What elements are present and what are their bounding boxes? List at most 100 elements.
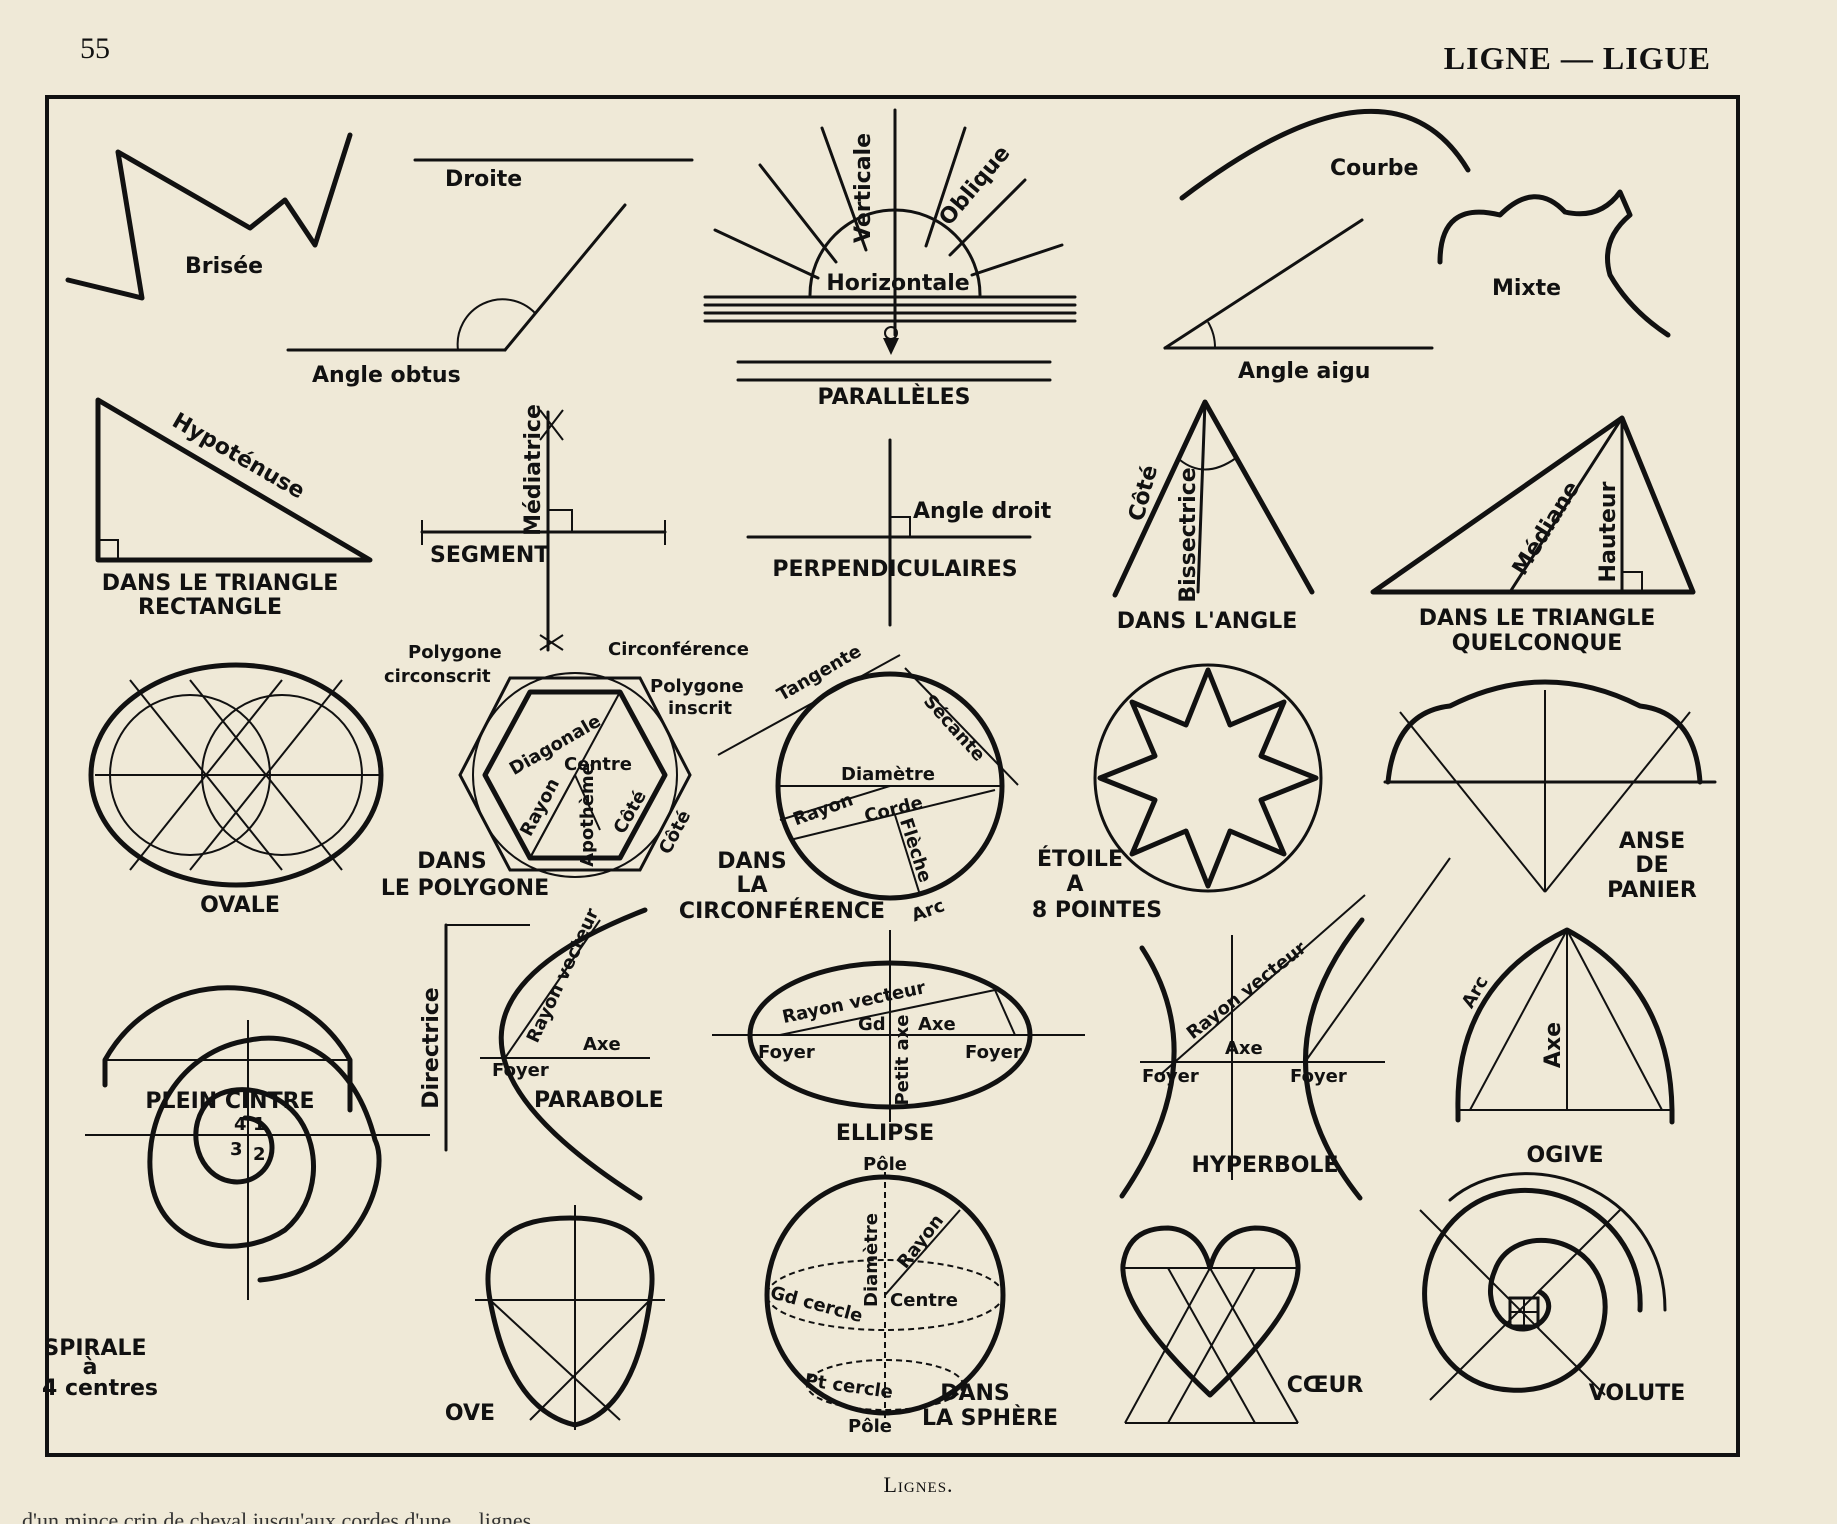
figure-hyperbole: Rayon vecteur Axe Foyer Foyer HYPERBOLE bbox=[1119, 857, 1451, 1201]
label-perpendiculaires: PERPENDICULAIRES bbox=[772, 557, 1017, 582]
figure-droite-angle-obtus: Droite Angle obtus bbox=[286, 158, 694, 388]
label-segment: SEGMENT bbox=[430, 543, 549, 568]
label-foyer-h2: Foyer bbox=[1290, 1066, 1347, 1087]
label-triangle-rect-2: RECTANGLE bbox=[138, 595, 282, 620]
figure-courbe-aigu: Courbe Angle aigu bbox=[1163, 108, 1471, 384]
label-hyperbole: HYPERBOLE bbox=[1192, 1153, 1339, 1178]
label-dans-polygone-2: LE POLYGONE bbox=[381, 876, 549, 901]
body-text-fragment: d'un mince crin de cheval jusqu'aux cord… bbox=[22, 1508, 554, 1524]
label-circonference: Circonférence bbox=[608, 639, 749, 660]
label-courbe: Courbe bbox=[1330, 156, 1418, 181]
figure-perpendiculaires: Angle droit PERPENDICULAIRES bbox=[746, 438, 1052, 627]
label-dans-polygone-1: DANS bbox=[417, 849, 487, 874]
figure-mixte: Mixte bbox=[1437, 189, 1671, 338]
label-centre2: Centre bbox=[890, 1290, 958, 1311]
label-anse-2: DE bbox=[1635, 853, 1668, 878]
label-ove: OVE bbox=[445, 1401, 495, 1426]
label-foyer-h1: Foyer bbox=[1142, 1066, 1199, 1087]
label-mediatrice: Médiatrice bbox=[521, 404, 546, 536]
page-number: 55 bbox=[80, 32, 110, 65]
figure-plein-cintre: PLEIN CINTRE bbox=[102, 985, 353, 1114]
figure-volute: VOLUTE bbox=[1419, 1172, 1685, 1406]
figure-etoile: ÉTOILE A 8 POINTES bbox=[1032, 663, 1323, 923]
label-centre: Centre bbox=[564, 754, 632, 775]
label-spirale-1: SPIRALE bbox=[43, 1336, 146, 1361]
label-volute: VOLUTE bbox=[1589, 1381, 1685, 1406]
label-anse-1: ANSE bbox=[1619, 829, 1685, 854]
label-gd: Gd bbox=[858, 1014, 886, 1035]
figure-coeur: CŒUR bbox=[1120, 1225, 1363, 1424]
label-mixte: Mixte bbox=[1492, 276, 1561, 301]
label-dans-sphere-2: LA SPHÈRE bbox=[922, 1405, 1058, 1431]
label-brisee: Brisée bbox=[185, 254, 263, 279]
figure-anse-panier: ANSE DE PANIER bbox=[1383, 679, 1717, 903]
label-pole-bot: Pôle bbox=[848, 1416, 892, 1437]
label-spirale-2: à bbox=[83, 1355, 98, 1380]
figure-caption: Lignes. bbox=[883, 1472, 954, 1497]
figure-paralleles: Verticale Oblique Horizontale PARALLÈLES bbox=[703, 108, 1077, 410]
running-head: LIGNE — LIGUE bbox=[1443, 40, 1711, 76]
label-ovale: OVALE bbox=[200, 893, 280, 918]
label-spirale-3: 4 centres bbox=[42, 1376, 158, 1401]
label-bissectrice: Bissectrice bbox=[1176, 467, 1201, 602]
figure-spirale: 4 1 3 2 SPIRALE à 4 centres bbox=[42, 1020, 430, 1401]
label-dans-angle: DANS L'ANGLE bbox=[1117, 609, 1298, 634]
label-foyer-r: Foyer bbox=[965, 1042, 1022, 1063]
label-polygone-ins-2: inscrit bbox=[668, 698, 732, 719]
figure-polygone: Polygone circonscrit Circonférence Polyg… bbox=[381, 639, 749, 901]
figure-angle: Côté Bissectrice DANS L'ANGLE bbox=[1112, 399, 1315, 634]
label-anse-3: PANIER bbox=[1607, 878, 1697, 903]
figure-sphere: Pôle Diamètre Rayon Gd cercle Centre Pt … bbox=[764, 1154, 1058, 1437]
label-petit-axe: Petit axe bbox=[892, 1014, 913, 1105]
figure-triangle-rectangle: Hypoténuse DANS LE TRIANGLE RECTANGLE bbox=[95, 397, 373, 620]
label-rayon2: Rayon bbox=[790, 789, 856, 830]
label-rayon-vecteur3: Rayon vecteur bbox=[1183, 937, 1311, 1043]
label-triangle-q-1: DANS LE TRIANGLE bbox=[1419, 606, 1656, 631]
label-gd-cercle: Gd cercle bbox=[768, 1282, 865, 1327]
label-triangle-rect-1: DANS LE TRIANGLE bbox=[102, 571, 339, 596]
label-droite: Droite bbox=[445, 167, 522, 192]
label-fleche: Flèche bbox=[895, 815, 935, 885]
figure-triangle-quelconque: Médiane Hauteur DANS LE TRIANGLE QUELCON… bbox=[1370, 415, 1696, 656]
label-axe3: Axe bbox=[1225, 1038, 1263, 1059]
label-dans-circ-3: CIRCONFÉRENCE bbox=[679, 898, 885, 924]
label-ellipse: ELLIPSE bbox=[836, 1121, 934, 1146]
label-dans-circ-2: LA bbox=[736, 873, 767, 898]
label-triangle-q-2: QUELCONQUE bbox=[1452, 631, 1622, 656]
figure-ogive: Arc Axe OGIVE bbox=[1455, 927, 1675, 1168]
figure-parabole: Directrice Rayon vecteur Axe Foyer PARAB… bbox=[419, 905, 664, 1201]
label-n4: 4 bbox=[234, 1114, 247, 1135]
figure-frame bbox=[45, 95, 1740, 1457]
label-directrice: Directrice bbox=[419, 987, 444, 1108]
label-etoile-2: A bbox=[1066, 872, 1083, 897]
label-cote: Côté bbox=[1124, 463, 1163, 524]
label-dans-circ-1: DANS bbox=[717, 849, 787, 874]
label-etoile-3: 8 POINTES bbox=[1032, 898, 1162, 923]
label-ogive: OGIVE bbox=[1527, 1143, 1604, 1168]
label-secante: Sécante bbox=[919, 691, 989, 766]
label-angle-obtus: Angle obtus bbox=[312, 363, 461, 388]
figure-ovale: OVALE bbox=[88, 662, 384, 918]
label-polygone-circ-2: circonscrit bbox=[384, 666, 491, 687]
label-polygone-ins-1: Polygone bbox=[650, 676, 744, 697]
label-hauteur: Hauteur bbox=[1596, 481, 1621, 582]
label-rayon-vecteur: Rayon vecteur bbox=[523, 905, 604, 1046]
label-arc: Arc bbox=[909, 895, 948, 926]
label-parabole: PARABOLE bbox=[534, 1088, 664, 1113]
label-axe: Axe bbox=[583, 1034, 621, 1055]
label-angle-aigu: Angle aigu bbox=[1238, 359, 1370, 384]
label-angle-droit: Angle droit bbox=[913, 499, 1052, 524]
label-horizontale: Horizontale bbox=[826, 271, 969, 296]
label-verticale: Verticale bbox=[851, 133, 876, 243]
label-n2: 2 bbox=[253, 1144, 266, 1165]
label-foyer: Foyer bbox=[492, 1060, 549, 1081]
figure-brisee: Brisée bbox=[65, 132, 353, 301]
label-pole-top: Pôle bbox=[863, 1154, 907, 1175]
label-dans-sphere-1: DANS bbox=[940, 1381, 1010, 1406]
label-foyer-l: Foyer bbox=[758, 1042, 815, 1063]
label-paralleles: PARALLÈLES bbox=[817, 384, 970, 410]
label-axe2: Axe bbox=[918, 1014, 956, 1035]
label-polygone-circ-1: Polygone bbox=[408, 642, 502, 663]
label-apotheme: Apothème bbox=[577, 763, 598, 867]
